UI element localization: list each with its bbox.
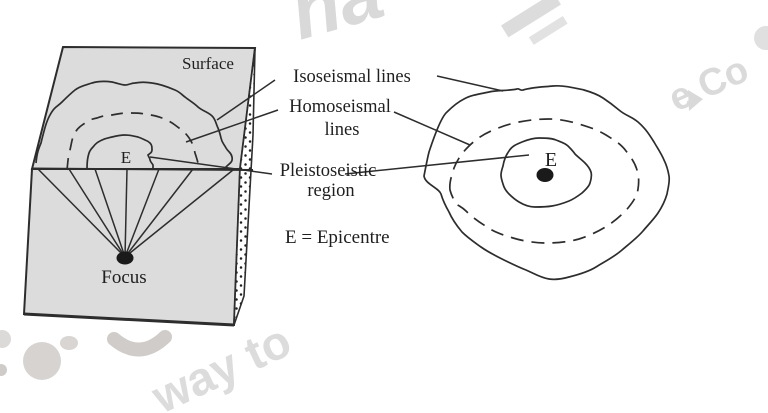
block-epicentre-label: E: [121, 148, 131, 167]
watermark-topright-text: e Co: [663, 48, 755, 120]
block-pleistoseistic-curve: [86, 134, 154, 171]
focus-ray: [124, 168, 194, 258]
homoseismal-leader-left: [185, 109, 279, 143]
watermark-corner-blob: [754, 26, 768, 50]
pleistoseistic-leader-left: [149, 156, 273, 175]
isoseismal-label: Isoseismal lines: [293, 67, 411, 87]
watermark-topright-triangle: [688, 90, 703, 111]
pleistoseistic-label-line2: region: [307, 181, 354, 201]
map-diagram: E: [423, 84, 671, 281]
homoseismal-label-line2: lines: [325, 120, 360, 140]
leader-lines: [149, 75, 530, 175]
isoseismal-leader-left: [216, 79, 276, 121]
surface-edge-line: [31, 167, 254, 171]
block-bottom-edge: [23, 312, 235, 327]
map-epicentre-label: E: [545, 149, 557, 171]
focus-ray: [124, 168, 160, 258]
focus-dot: [116, 251, 134, 265]
watermark-dot-small: [60, 336, 78, 350]
watermark-crescent: [107, 330, 172, 357]
watermark-top-text: na: [280, 0, 392, 56]
block-diagram: Surface E Focus: [22, 45, 257, 327]
pleistoseistic-label-line1: Pleistoseistic: [280, 161, 377, 181]
focus-ray: [68, 168, 126, 258]
focus-rays: [37, 168, 234, 258]
focus-ray: [124, 168, 128, 258]
pleistoseistic-leader-right: [344, 154, 530, 175]
surface-label: Surface: [182, 54, 234, 73]
watermark-top-slash2: [528, 16, 568, 45]
map-isoseismal-outer-curve: [423, 84, 671, 281]
map-pleistoseistic-curve: [500, 137, 593, 208]
watermark-edge-dot: [0, 364, 7, 376]
watermark-top-slash: [501, 0, 561, 38]
isoseismal-leader-right: [436, 75, 504, 92]
focus-label: Focus: [101, 267, 146, 288]
watermark-edge-blob: [0, 330, 11, 348]
focus-ray: [37, 168, 126, 258]
block-isoseismal-curve: [35, 80, 234, 170]
homoseismal-leader-right: [393, 111, 471, 146]
watermark-bottom-text: way to: [143, 313, 299, 413]
block-homoseismal-curve: [66, 112, 201, 171]
watermark-dot-large: [23, 342, 61, 380]
map-epicentre-dot: [536, 168, 554, 182]
callout-labels: Isoseismal lines Homoseismal lines Pleis…: [280, 67, 411, 248]
block-side-face: [233, 47, 256, 326]
homoseismal-label-line1: Homoseismal: [289, 97, 391, 117]
focus-ray: [124, 169, 234, 258]
map-homoseismal-dashed-curve: [448, 118, 640, 244]
focus-ray: [94, 168, 126, 258]
epicentre-legend: E = Epicentre: [285, 227, 390, 248]
